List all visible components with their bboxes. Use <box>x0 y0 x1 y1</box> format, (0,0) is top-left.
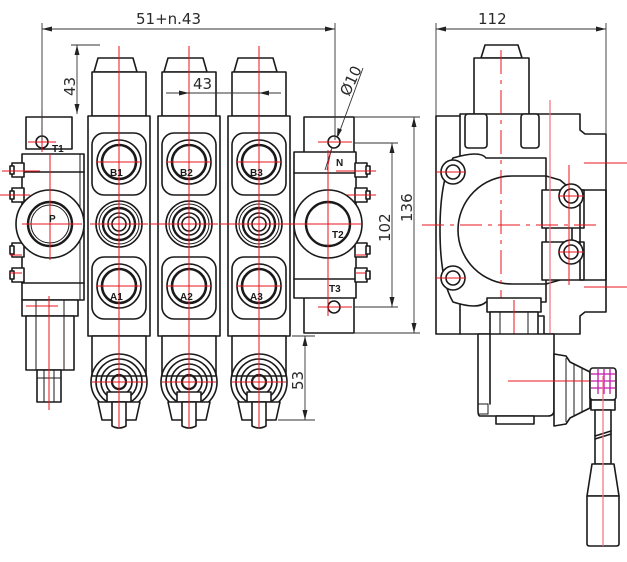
port-label-b1: B1 <box>110 168 123 179</box>
section-1: B1 A1 <box>87 46 151 429</box>
section-2: B2 A2 <box>150 46 221 429</box>
dim-mount-hole: Ø10 <box>336 63 365 99</box>
dim-mount-spacing: 102 <box>376 213 394 242</box>
port-label-t1: T1 <box>52 144 64 155</box>
front-view: T1 P <box>0 46 376 429</box>
dim-side-depth: 112 <box>478 10 507 28</box>
port-label-a3: A3 <box>250 292 263 303</box>
port-label-b3: B3 <box>250 168 263 179</box>
side-view <box>422 44 627 547</box>
port-label-a2: A2 <box>180 292 193 303</box>
dim-spool-extension: 53 <box>289 371 307 390</box>
dim-cap-height: 43 <box>61 77 79 96</box>
side-dimensions: 112 <box>435 10 607 134</box>
dim-overall-width: 51+n.43 <box>136 10 201 28</box>
port-label-p: P <box>49 214 56 225</box>
inlet-cover: T1 P <box>0 110 85 410</box>
port-label-t2: T2 <box>332 230 344 241</box>
port-label-b2: B2 <box>180 168 193 179</box>
dim-body-height: 136 <box>398 193 416 222</box>
port-label-n: N <box>336 158 343 169</box>
section-3: B3 A3 <box>220 46 292 429</box>
outlet-cover: N T2 T3 <box>292 116 376 334</box>
front-dimensions: 51+n.43 43 43 Ø10 102 136 <box>41 10 420 421</box>
dim-spool-pitch: 43 <box>193 75 212 93</box>
port-label-a1: A1 <box>110 292 123 303</box>
port-label-t3: T3 <box>329 284 341 295</box>
